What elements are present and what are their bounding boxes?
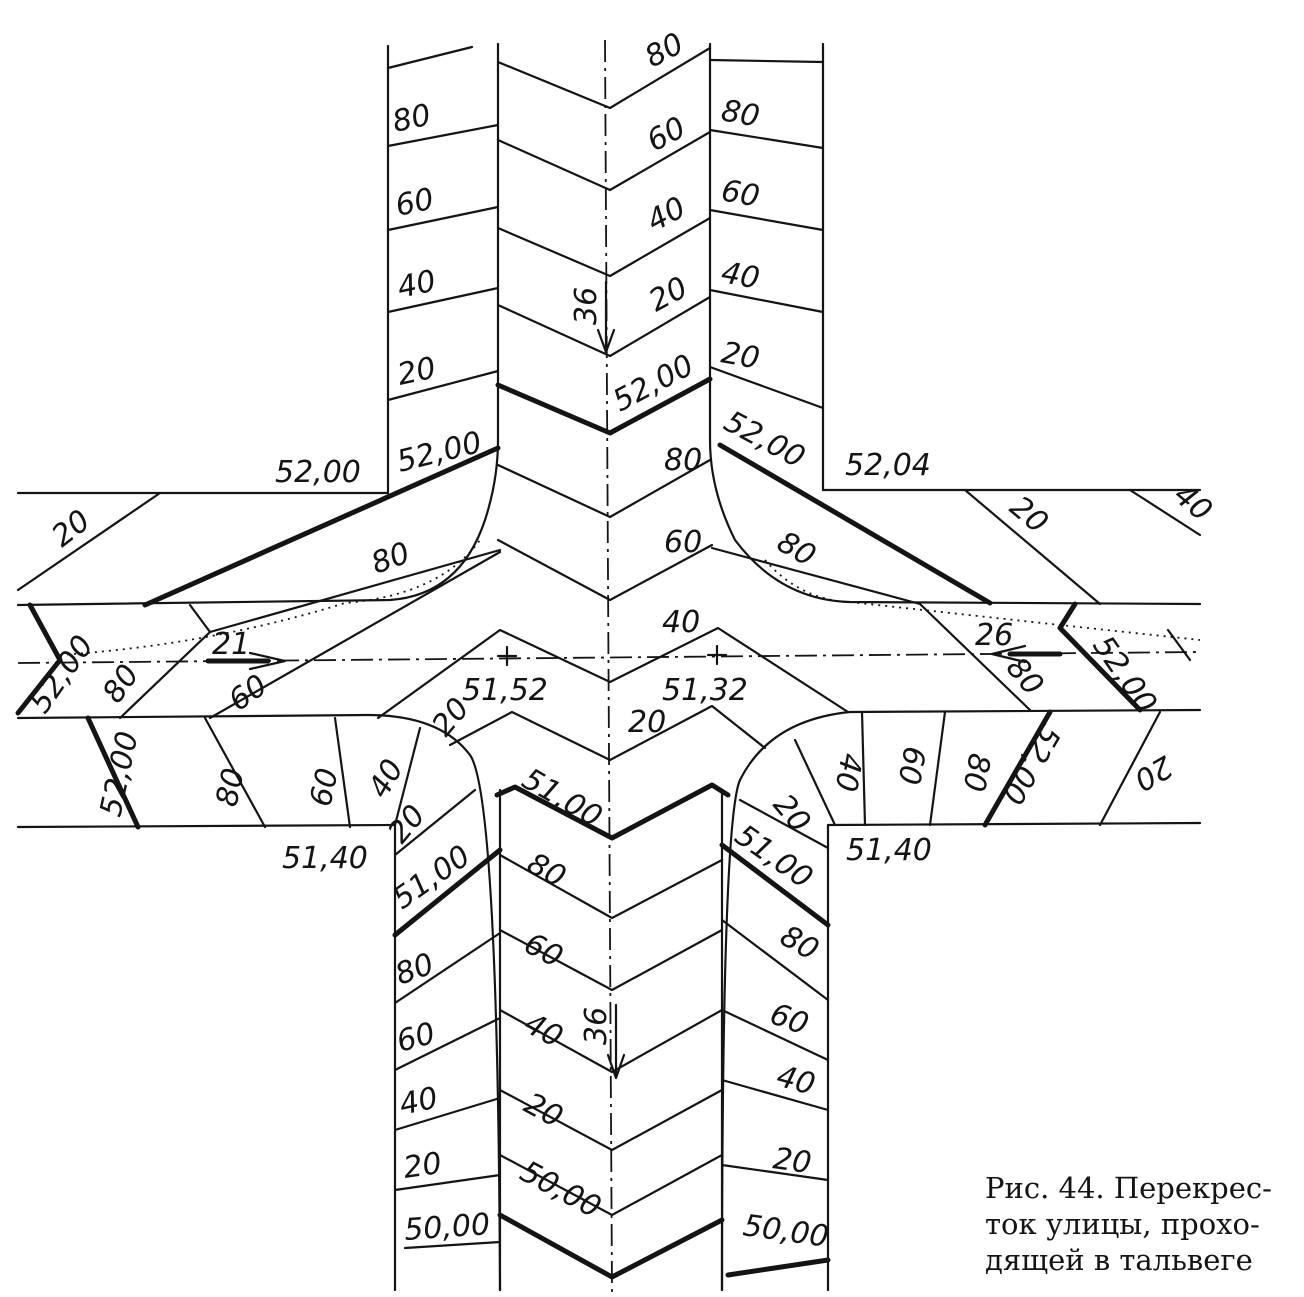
elevation-label: 80 — [96, 658, 147, 709]
elevation-label: 80 — [521, 846, 571, 895]
slope-label: 26 — [975, 618, 1013, 653]
elevation-label: 50,00 — [514, 1154, 606, 1225]
elevation-label: 60 — [304, 765, 346, 810]
elevation-label: 80 — [955, 751, 996, 795]
elevation-label: 60 — [641, 110, 691, 159]
elevation-label: 50,00 — [403, 1207, 491, 1248]
street-outlines — [16, 42, 1202, 1292]
corner-elevation-label: 51,40 — [846, 833, 932, 868]
elevation-label: 80 — [210, 765, 252, 810]
centre-labels: 80 60 40 20 20 51,52 51,32 51,00 — [425, 443, 748, 835]
elevation-label: 20 — [771, 1141, 814, 1181]
elevation-label: 40 — [719, 255, 763, 296]
slope-label: 21 — [212, 627, 250, 662]
elevation-label: 40 — [362, 753, 411, 804]
elevation-label: 20 — [1128, 748, 1179, 797]
elevation-label: 60 — [890, 744, 931, 788]
elevation-label: 40 — [394, 264, 439, 306]
elevation-label: 40 — [827, 751, 868, 795]
elevation-label: 52,00 — [23, 629, 101, 719]
elevation-label: 80 — [389, 98, 434, 140]
north-flow-arrow-icon — [596, 280, 616, 354]
elevation-label: 80 — [774, 919, 825, 968]
corner-elevation-label: 52,04 — [845, 448, 931, 483]
elevation-label: 20 — [1003, 489, 1055, 540]
elevation-label: 60 — [765, 997, 813, 1043]
spot-elevation-label: 51,32 — [662, 673, 748, 708]
west-contours — [15, 445, 502, 830]
elevation-label: 60 — [664, 525, 702, 560]
north-labels: 80 60 40 20 52,00 80 60 40 20 52,00 36 8… — [389, 26, 810, 480]
elevation-label: 80 — [391, 947, 439, 993]
caption-line-3: дящей в тальвеге — [985, 1243, 1253, 1277]
west-flow-arrow-icon — [205, 651, 287, 671]
elevation-label: 80 — [719, 93, 763, 134]
corner-elevation-label: 52,00 — [275, 455, 361, 490]
elevation-label: 80 — [664, 443, 702, 478]
elevation-label: 52,00 — [1085, 630, 1163, 720]
spot-elevation-label: 51,52 — [462, 673, 548, 708]
east-contours — [710, 442, 1202, 828]
elevation-label: 60 — [719, 173, 763, 214]
elevation-label: 40 — [396, 1081, 441, 1123]
slope-label: 36 — [569, 287, 604, 325]
corner-elevation-label: 51,40 — [282, 841, 368, 876]
slope-label: 36 — [579, 1007, 614, 1045]
elevation-label: 50,00 — [741, 1208, 831, 1255]
corner-labels: 52,00 52,04 51,40 51,40 — [275, 448, 932, 876]
elevation-label: 20 — [381, 798, 432, 850]
east-labels: 20 40 80 26 80 52,00 40 60 80 52,00 20 — [771, 477, 1219, 810]
elevation-label: 60 — [518, 926, 568, 975]
elevation-label: 40 — [1167, 477, 1219, 528]
elevation-label: 40 — [641, 190, 691, 239]
figure-caption: Рис. 44. Перекрес- ток улицы, прохо- дящ… — [985, 1171, 1272, 1277]
flow-arrows — [205, 280, 1063, 1080]
east-flow-arrow-icon — [990, 644, 1063, 664]
elevation-label: 40 — [662, 605, 700, 640]
centre-contours — [376, 458, 850, 841]
elevation-label: 52,00 — [718, 404, 810, 475]
west-labels: 20 80 52,00 80 60 21 52,00 80 60 40 — [23, 503, 415, 819]
elevation-label: 20 — [628, 705, 666, 740]
elevation-label: 20 — [394, 351, 439, 393]
caption-line-2: ток улицы, прохо- — [985, 1207, 1260, 1241]
elevation-label: 80 — [639, 26, 689, 75]
caption-line-1: Рис. 44. Перекрес- — [985, 1171, 1272, 1205]
elevation-label: 60 — [392, 182, 437, 224]
south-labels: 20 51,00 80 60 40 20 50,00 80 60 40 20 5… — [381, 788, 830, 1255]
elevation-label: 20 — [401, 1146, 444, 1186]
elevation-label: 51,00 — [516, 762, 608, 835]
elevation-label: 60 — [393, 1016, 439, 1060]
elevation-label: 40 — [518, 1006, 568, 1055]
elevation-label: 20 — [719, 335, 763, 376]
elevation-label: 60 — [223, 668, 274, 719]
south-flow-arrow-icon — [606, 1003, 626, 1080]
north-contours — [386, 45, 825, 436]
elevation-label: 20 — [45, 503, 97, 554]
elevation-label: 20 — [518, 1086, 568, 1135]
elevation-label: 20 — [766, 788, 817, 840]
elevation-label: 52,00 — [994, 718, 1067, 810]
elevation-label: 80 — [367, 536, 415, 582]
